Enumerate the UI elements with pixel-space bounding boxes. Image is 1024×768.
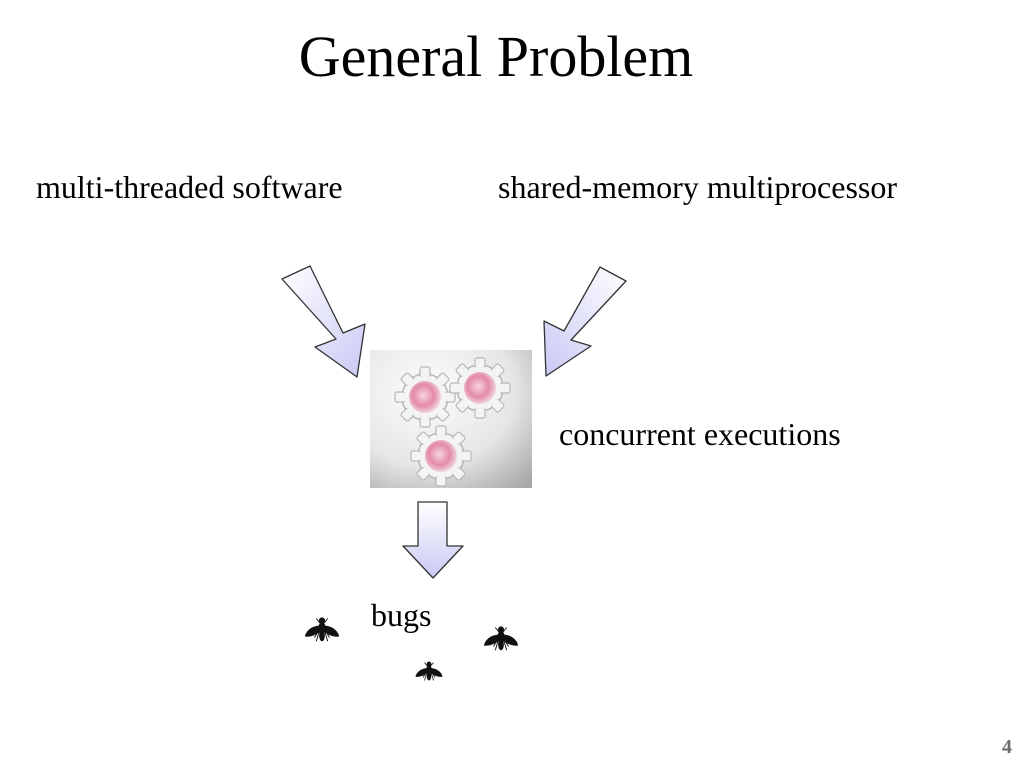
slide-number: 4 <box>1002 736 1012 758</box>
label-concurrent-executions: concurrent executions <box>559 416 841 452</box>
fly-icon <box>483 625 519 651</box>
label-bugs: bugs <box>371 597 432 633</box>
label-shared-memory-multiprocessor: shared-memory multiprocessor <box>498 169 897 205</box>
fly-icon <box>304 616 340 642</box>
gear-icon <box>394 366 456 428</box>
gears-illustration <box>370 350 532 488</box>
slide-title: General Problem <box>298 24 694 89</box>
fly-icon <box>415 661 443 681</box>
label-multi-threaded-software: multi-threaded software <box>36 169 343 205</box>
gear-icon <box>410 425 472 487</box>
gear-icon <box>449 357 511 419</box>
